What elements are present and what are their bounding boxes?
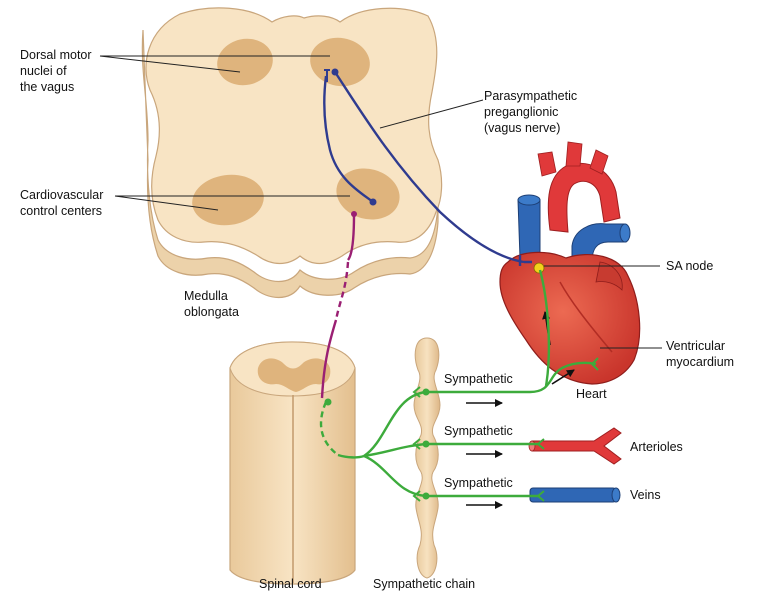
ganglion-node: [324, 398, 332, 406]
parasym-label-line1: Parasympathetic: [484, 89, 577, 103]
descending-tract-lower: [320, 319, 338, 399]
labels: Dorsal motor nuclei of the vagus Cardiov…: [20, 48, 734, 591]
preganglionic-root-dashed: [319, 401, 339, 456]
ganglion-node: [422, 440, 430, 448]
vagus-nerve: [333, 71, 525, 264]
medulla-label-line1: Medulla: [184, 289, 228, 303]
spinal-cord-label: Spinal cord: [259, 577, 322, 591]
dorsal-synapse-mark: [324, 69, 330, 82]
preganglionic-root: [337, 453, 365, 459]
leader-line: [114, 195, 219, 211]
heart-body: [499, 251, 641, 385]
dorsal-motor-nucleus-left: [217, 38, 273, 86]
cardiovascular-center-left: [192, 174, 264, 226]
aortic-arch: [547, 162, 621, 233]
medulla-side-face: [141, 29, 439, 299]
synapse-mark: [412, 490, 421, 502]
ganglion-node: [422, 388, 430, 396]
medulla-oblongata: [141, 7, 443, 299]
dorsal-motor-label-line2: nuclei of: [20, 64, 67, 78]
great-vessel-2: [565, 141, 583, 167]
postganglionic-heart: [426, 361, 597, 394]
vagal-synapse: [518, 255, 532, 266]
sympathetic-chain: [413, 337, 441, 579]
sympathetic-label-heart: Sympathetic: [444, 372, 513, 386]
ramus-to-arteriole: [363, 442, 427, 458]
coronary-groove: [559, 281, 613, 353]
medulla-top-face: [145, 7, 443, 265]
sympathetic-chain-body: [413, 337, 441, 579]
veins-label: Veins: [630, 488, 661, 502]
parasympathetic-pathway: [323, 71, 532, 266]
leader-lines: [99, 55, 662, 349]
dorsal-motor-nucleus-right: [310, 37, 370, 87]
arteriole-body: [531, 427, 622, 465]
atrium-detail: [595, 261, 623, 291]
arteriole-opening: [528, 440, 536, 452]
pulmonary-artery-opening: [619, 223, 631, 243]
sympathetic-label-arterioles: Sympathetic: [444, 424, 513, 438]
parasym-label-line3: (vagus nerve): [484, 121, 560, 135]
postganglionic-sa-node: [538, 269, 551, 387]
synapse-mark: [412, 438, 421, 450]
cardiovascular-neuron: [369, 198, 377, 206]
spinal-cord: [229, 341, 356, 585]
heart: [499, 141, 641, 385]
synapse-marks: [412, 357, 599, 502]
descending-neuron: [351, 211, 357, 217]
leader-line: [379, 99, 484, 129]
arrow-up-icon: [551, 369, 575, 385]
synapse-mark: [412, 386, 421, 398]
cardio-label-line2: control centers: [20, 204, 102, 218]
leader-line: [99, 55, 241, 73]
ramus-to-vein: [363, 454, 427, 498]
synapse-mark: [536, 438, 545, 450]
cardiovascular-center-right: [336, 168, 400, 220]
vagus-loop: [323, 75, 374, 203]
ventricular-label-line1: Ventricular: [666, 339, 725, 353]
dorsal-motor-label-line1: Dorsal motor: [20, 48, 92, 62]
cardio-label-line1: Cardiovascular: [20, 188, 103, 202]
sa-node-dot: [533, 262, 545, 274]
heart-label: Heart: [576, 387, 607, 401]
arterioles-label: Arterioles: [630, 440, 683, 454]
synapse-mark: [536, 490, 545, 502]
synapse-mark: [590, 357, 599, 371]
descending-tract-upper: [346, 214, 356, 261]
grey-matter-butterfly: [257, 358, 331, 392]
preganglionic-tract: [320, 214, 356, 399]
ganglion-nodes: [324, 388, 430, 500]
sa-node-label: SA node: [666, 259, 713, 273]
ventricular-label-line2: myocardium: [666, 355, 734, 369]
ganglion-node: [422, 492, 430, 500]
dorsal-motor-neuron: [331, 68, 339, 76]
great-vessel-3: [589, 149, 609, 175]
dorsal-motor-label-line3: the vagus: [20, 80, 74, 94]
medulla-label-line2: oblongata: [184, 305, 239, 319]
great-vessel-1: [537, 151, 557, 177]
vein-opening: [611, 487, 621, 503]
superior-vena-cava: [517, 199, 541, 259]
arteriole: [528, 427, 622, 465]
descending-tract-dashed: [334, 261, 350, 321]
sympathetic-pathway: [319, 269, 597, 498]
vena-cava-opening: [517, 194, 541, 206]
sympathetic-label-veins: Sympathetic: [444, 476, 513, 490]
sympathetic-chain-label: Sympathetic chain: [373, 577, 475, 591]
parasym-label-line2: preganglionic: [484, 105, 558, 119]
